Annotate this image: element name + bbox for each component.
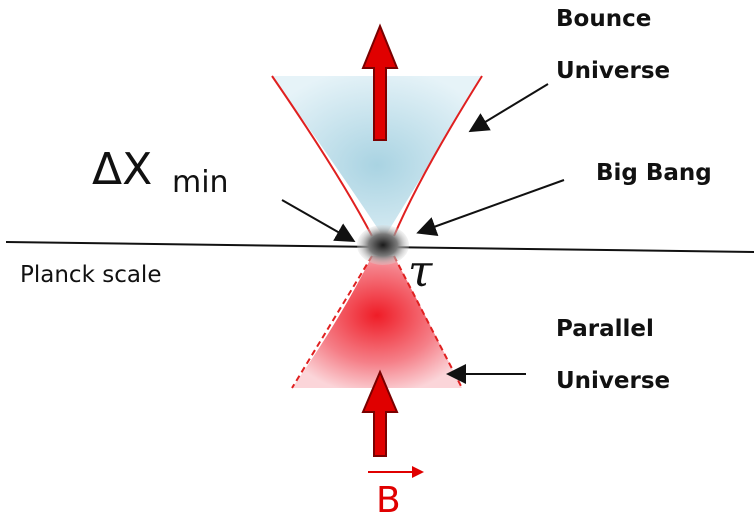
lower-red-arrow bbox=[361, 369, 399, 457]
bounce-pointer-arrow bbox=[468, 83, 549, 133]
delta-x-label: ΔX bbox=[92, 144, 152, 195]
delta-x-pointer-arrow bbox=[281, 199, 356, 242]
upper-red-arrow bbox=[361, 23, 399, 141]
big-bang-pointer-arrow bbox=[416, 179, 565, 236]
vector-b-label: B bbox=[376, 480, 401, 521]
big-bang-label: Big Bang bbox=[596, 160, 712, 186]
parallel-label-line2: Universe bbox=[556, 368, 670, 394]
delta-x-subscript: min bbox=[172, 165, 229, 200]
parallel-universe-cone bbox=[292, 256, 462, 388]
parallel-label-line1: Parallel bbox=[556, 316, 654, 342]
bounce-label-line1: Bounce bbox=[556, 6, 651, 32]
bounce-universe-left-edge bbox=[271, 75, 373, 237]
bounce-universe-right-edge bbox=[393, 75, 483, 237]
big-bang-sphere bbox=[357, 225, 409, 265]
bounce-label-line2: Universe bbox=[556, 58, 670, 84]
planck-scale-label: Planck scale bbox=[20, 262, 161, 288]
vector-b-arrow-head bbox=[412, 466, 424, 478]
tau-label: τ bbox=[408, 246, 433, 297]
bounce-universe-cone bbox=[272, 76, 482, 238]
